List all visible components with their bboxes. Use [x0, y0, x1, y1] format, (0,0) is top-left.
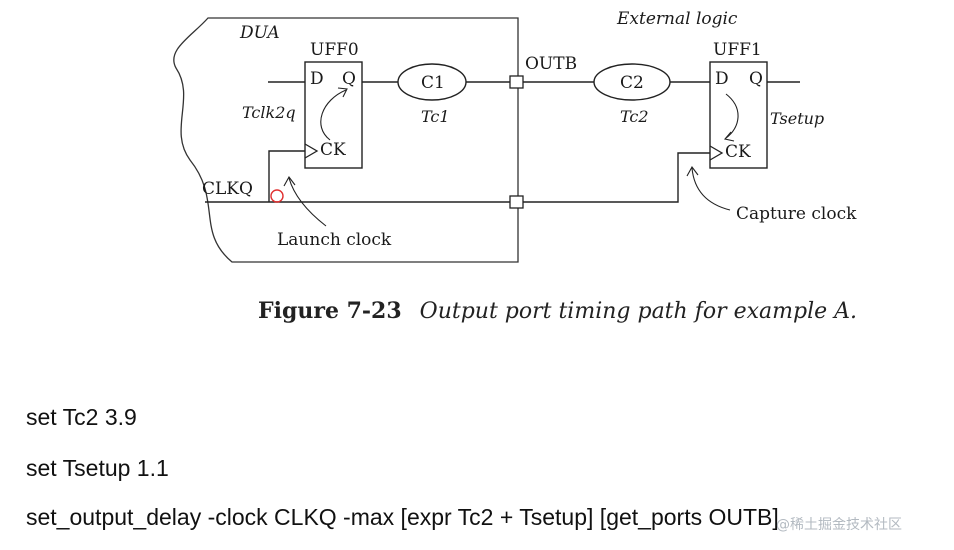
timing-path-diagram: DUA External logic UFF0 D Q CK Tclk2q C1…	[173, 9, 857, 263]
code-line-1: set Tc2 3.9	[26, 404, 137, 430]
uff0-d-pin: D	[310, 69, 324, 89]
launch-clock-label: Launch clock	[277, 230, 392, 250]
uff1-d-pin: D	[715, 69, 729, 89]
capture-clock-branch	[523, 152, 710, 203]
outb-label: OUTB	[525, 54, 577, 74]
launch-clock-branch	[268, 150, 305, 202]
code-line-2: set Tsetup 1.1	[26, 455, 169, 481]
tc2-label: Tc2	[620, 107, 649, 126]
tsetup-label: Tsetup	[770, 109, 824, 128]
dua-boundary	[173, 17, 519, 263]
launch-point-marker	[270, 189, 284, 203]
tc1-label: Tc1	[421, 107, 450, 126]
clkq-port	[509, 195, 524, 209]
external-logic-label: External logic	[616, 9, 738, 29]
capture-clock-arrow	[691, 167, 731, 211]
uff1-clock-triangle	[709, 145, 724, 161]
capture-clock-label: Capture clock	[736, 204, 857, 224]
uff0-ck-pin: CK	[320, 140, 346, 160]
uff1-setup-arrow	[725, 93, 739, 139]
uff0-clk2q-arrow	[320, 89, 347, 141]
clkq-label: CLKQ	[202, 179, 253, 199]
uff1-q-pin: Q	[749, 69, 763, 89]
uff0-clock-triangle	[304, 143, 319, 159]
dua-label: DUA	[239, 23, 280, 43]
figure-caption: Figure 7-23 Output port timing path for e…	[258, 298, 857, 324]
uff1-setup-arrowhead	[723, 131, 735, 142]
code-line-3: set_output_delay -clock CLKQ -max [expr …	[26, 504, 779, 530]
uff0-q-pin: Q	[342, 69, 356, 89]
c2-label: C2	[620, 73, 644, 93]
uff1-flipflop	[709, 61, 768, 169]
uff1-ck-pin: CK	[725, 142, 751, 162]
uff0-clk2q-arrowhead	[337, 87, 348, 98]
capture-clock-arrowhead	[686, 165, 699, 177]
figure-title: Output port timing path for example A.	[419, 299, 858, 324]
tclk2q-label: Tclk2q	[242, 103, 296, 122]
outb-port	[509, 75, 524, 89]
launch-clock-arrowhead	[283, 175, 296, 187]
uff0-name: UFF0	[310, 40, 359, 60]
uff0-flipflop	[304, 61, 363, 169]
uff1-name: UFF1	[713, 40, 762, 60]
watermark: @稀土掘金技术社区	[776, 517, 902, 533]
launch-clock-arrow	[288, 177, 327, 227]
figure-number: Figure 7-23	[258, 298, 402, 324]
c1-label: C1	[421, 73, 445, 93]
